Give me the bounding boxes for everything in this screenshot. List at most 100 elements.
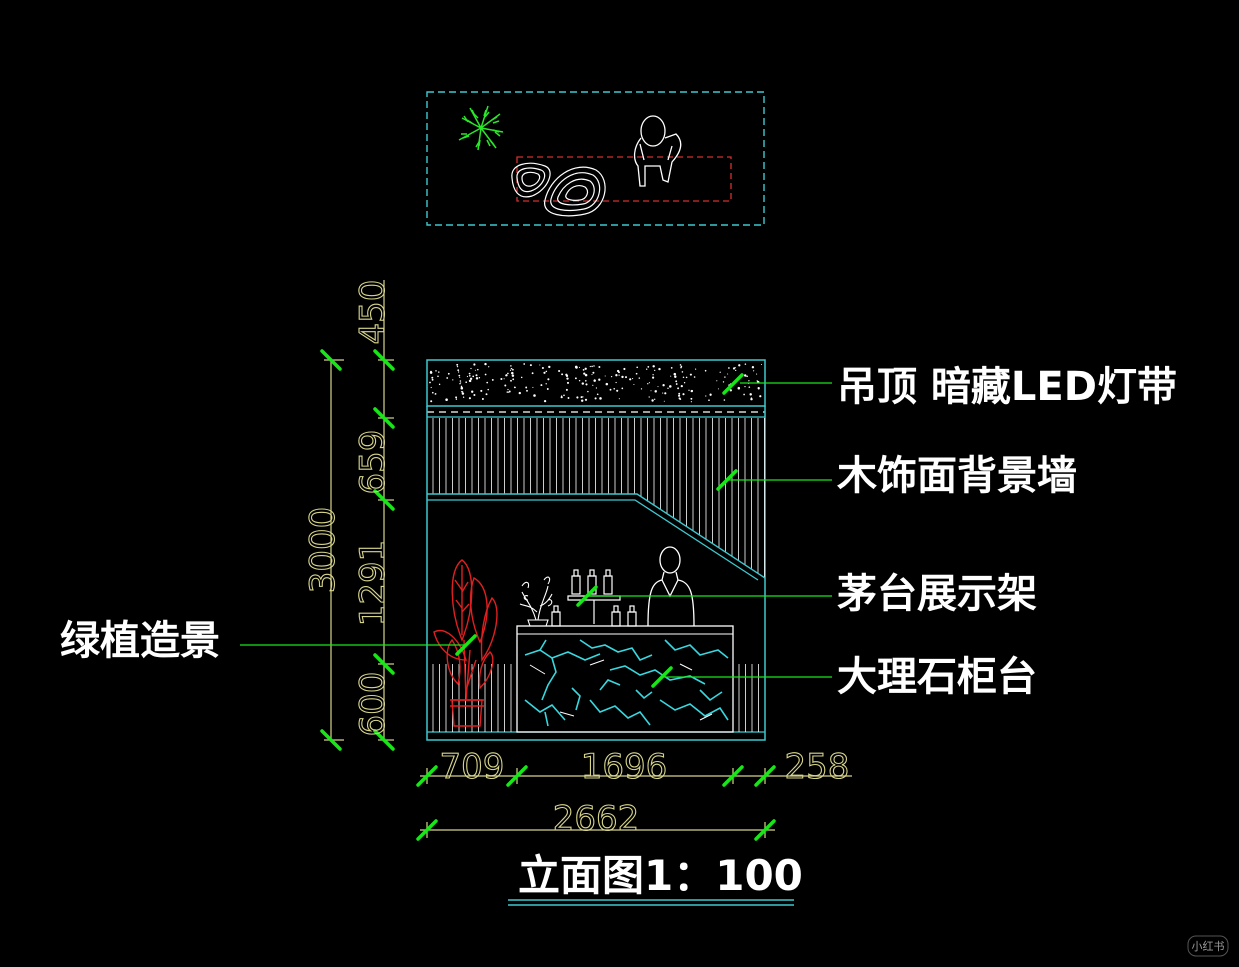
wood-slat-wall	[432, 418, 765, 578]
ceiling-dot	[457, 369, 460, 372]
ceiling-dot	[560, 396, 563, 399]
ceiling-dot	[566, 381, 570, 384]
ceiling-dot	[507, 388, 509, 391]
ceiling-dot	[723, 399, 726, 401]
ceiling-dot	[652, 365, 655, 368]
ceiling-dot	[647, 383, 649, 385]
ceiling-dot	[719, 371, 721, 373]
bonsai-icon	[519, 576, 553, 627]
marble-counter	[516, 625, 734, 733]
ceiling-dot	[758, 388, 760, 390]
ceiling-dot	[729, 389, 732, 392]
ceiling-dot	[469, 377, 473, 380]
ceiling-dot	[509, 369, 512, 371]
ceiling-dot	[434, 393, 436, 395]
ceiling-dot	[652, 374, 654, 376]
ceiling-dot	[705, 395, 707, 397]
ceiling-dot	[525, 386, 528, 389]
ceiling-dot	[491, 378, 494, 381]
ceiling-dot	[455, 396, 458, 399]
ceiling-dot	[717, 388, 719, 390]
ceiling-dot	[681, 371, 684, 373]
ceiling-dot	[531, 372, 534, 375]
lower-slats	[432, 664, 759, 732]
ceiling-dot	[484, 362, 487, 366]
plan-person-icon	[633, 115, 682, 187]
ceiling-dot	[689, 373, 692, 376]
ceiling-dot	[657, 386, 659, 388]
ceiling-dot	[724, 376, 726, 378]
ceiling-dot	[737, 386, 741, 390]
ceiling-dot	[503, 378, 505, 380]
ceiling-dot	[567, 397, 570, 399]
dim-horizontal-258: 258	[785, 747, 850, 787]
ceiling-dot	[735, 369, 737, 372]
ceiling-dot	[674, 375, 677, 379]
ceiling-dot	[574, 377, 577, 380]
ceiling-dot	[563, 394, 565, 397]
ceiling-dot	[744, 385, 746, 388]
ceiling-dot	[638, 377, 641, 379]
ceiling-dot	[520, 376, 523, 379]
ceiling-dot	[473, 363, 476, 366]
ceiling-dot	[459, 380, 462, 382]
ceiling-dot	[459, 383, 461, 385]
ceiling-dot	[748, 380, 750, 382]
ceiling-dot	[461, 392, 465, 395]
ceiling-dot	[468, 397, 471, 400]
ceiling-dot	[468, 374, 471, 377]
ceiling-dot	[460, 385, 463, 388]
person-icon	[647, 546, 695, 627]
ceiling-dot	[539, 364, 541, 366]
ceiling-dot	[682, 376, 685, 379]
ceiling-dot	[566, 377, 569, 380]
ceiling-dot	[635, 372, 638, 375]
ceiling-dot	[596, 393, 599, 396]
ceiling-dot	[618, 374, 620, 376]
label-ceiling: 吊顶 暗藏LED灯带	[837, 364, 1177, 410]
ceiling-dot	[621, 387, 624, 390]
ceiling-dot	[529, 364, 532, 367]
ceiling-dot	[669, 385, 672, 388]
ceiling-dot	[488, 366, 490, 368]
ceiling-dot	[598, 366, 601, 368]
ceiling-dot	[584, 367, 587, 370]
ceiling-dot	[651, 399, 654, 402]
ceiling-dot	[744, 363, 747, 365]
ceiling-dot	[685, 376, 688, 379]
ceiling-dot	[511, 371, 514, 375]
ceiling-dot	[679, 364, 682, 366]
ceiling-dot	[750, 397, 753, 399]
ceiling-dot	[429, 381, 431, 384]
ceiling-dot	[468, 372, 471, 375]
ceiling-dot	[461, 391, 464, 393]
ceiling-dot	[678, 392, 681, 395]
ceiling-dot	[500, 377, 503, 381]
ceiling-dot	[470, 367, 472, 370]
ceiling-dot	[727, 373, 729, 375]
plan-stones-icon	[511, 162, 606, 217]
ceiling-dot	[547, 378, 550, 381]
ceiling-dot	[541, 366, 544, 370]
ceiling-dot	[695, 368, 697, 370]
ceiling-dot	[580, 399, 584, 402]
ceiling-dot	[456, 363, 459, 366]
ceiling-dot	[646, 368, 648, 370]
ceiling-dot	[756, 373, 758, 375]
ceiling-dot	[604, 375, 606, 377]
ceiling-dot	[591, 374, 593, 376]
ceiling-dot	[460, 386, 464, 390]
ceiling-dot	[507, 372, 509, 375]
ceiling-dot	[654, 390, 657, 393]
ceiling-dot	[690, 397, 693, 400]
svg-text:小红书: 小红书	[1192, 940, 1225, 953]
ceiling-dot	[605, 382, 609, 386]
ceiling-dot	[591, 365, 593, 368]
ceiling-dot	[632, 378, 634, 380]
ceiling-dot	[545, 383, 547, 385]
ceiling-dot	[667, 387, 669, 390]
ceiling-dot	[473, 393, 476, 397]
ceiling-dot	[598, 378, 601, 381]
ceiling-dot	[654, 398, 656, 400]
ceiling-dot	[466, 375, 468, 378]
